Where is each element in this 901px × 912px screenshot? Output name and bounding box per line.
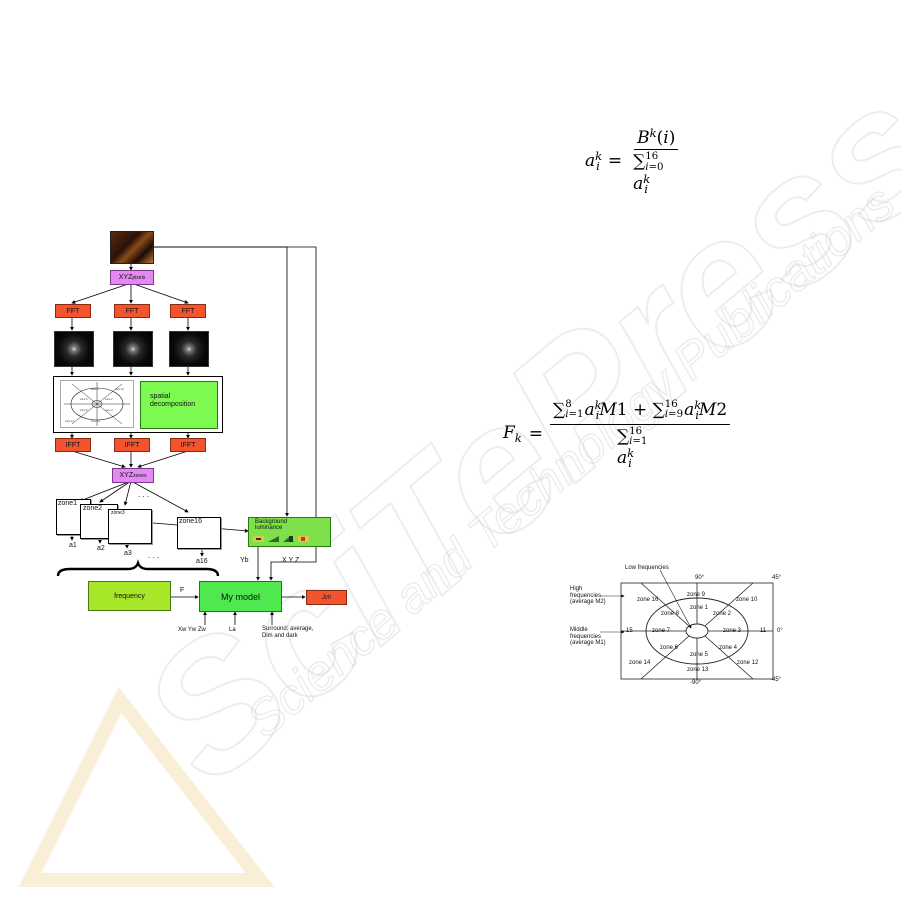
- output-box: Jch: [306, 590, 347, 605]
- svg-text:zone 14: zone 14: [65, 420, 75, 423]
- spectrum-image-3: [169, 331, 209, 367]
- deg-0-label: 0°: [777, 628, 783, 634]
- zone-5-label: zone 5: [690, 652, 709, 658]
- ifft-label: IFFT: [124, 441, 140, 449]
- watermark-triangle: [18, 686, 275, 887]
- zone-8-label: zone 8: [661, 611, 680, 617]
- ifft-box-3: IFFT: [170, 438, 206, 452]
- fft-box-2: FFT: [114, 304, 150, 318]
- zone-4-label: zone 4: [719, 645, 738, 651]
- spectrum-image-1: [54, 331, 94, 367]
- svg-text:zone 13: zone 13: [91, 420, 101, 423]
- xyz-pixels-label: XYZ: [118, 274, 133, 281]
- la-label: La: [229, 627, 236, 633]
- fft-label: FFT: [66, 307, 80, 315]
- zone-10-label: zone 10: [736, 597, 758, 603]
- low-frequencies-label: Low frequencies: [625, 565, 669, 571]
- zone-1-label: zone 1: [690, 605, 709, 611]
- zone-box-3: [108, 509, 152, 544]
- model-label: My model: [220, 591, 260, 602]
- zone-2-label: zone 2: [713, 611, 732, 617]
- svg-text:zone 2: zone 2: [105, 398, 113, 401]
- fft-label: FFT: [181, 307, 195, 315]
- deg-90-label: 90°: [695, 575, 705, 581]
- zone-16-label: zone 16: [637, 597, 659, 603]
- fft-label: FFT: [125, 307, 139, 315]
- zones-dots: . . .: [138, 490, 150, 499]
- xyz-zones-sub: zones: [133, 472, 147, 479]
- zone-box-16: [177, 517, 221, 549]
- background-luminance-label: Background luminance: [255, 519, 288, 532]
- svg-text:zone 4: zone 4: [105, 409, 113, 412]
- frequency-label: frequency: [114, 592, 145, 600]
- zone2-label: zone2: [83, 505, 103, 512]
- frequency-box: frequency: [88, 581, 171, 611]
- input-image: [110, 231, 154, 264]
- white-point-label: Xw Yw Zw: [178, 627, 206, 633]
- fft-box-3: FFT: [170, 304, 206, 318]
- yb-label: Yb: [240, 557, 249, 564]
- xyz-label: X Y Z: [282, 557, 300, 564]
- a-dots: . . .: [148, 551, 160, 560]
- luminance-icons: [253, 536, 309, 542]
- ifft-box-2: IFFT: [114, 438, 150, 452]
- deg-m90-label: -90°: [690, 680, 702, 686]
- middle-frequencies-label: Middle frequencies (average M1): [570, 627, 606, 647]
- xyz-zones-label: XYZ: [119, 472, 134, 479]
- spatial-decomposition-label: spatial decomposition: [150, 393, 196, 408]
- zone-12-label: zone 12: [737, 660, 759, 666]
- a16-label: a16: [196, 558, 208, 565]
- zone16-label: zone16: [179, 518, 202, 525]
- ifft-label: IFFT: [65, 441, 81, 449]
- a1-label: a1: [69, 542, 77, 549]
- ifft-label: IFFT: [180, 441, 196, 449]
- svg-text:zone 10: zone 10: [115, 388, 125, 391]
- zone-7-label: zone 7: [652, 628, 671, 634]
- model-box: My model: [199, 581, 282, 612]
- ifft-box-1: IFFT: [55, 438, 91, 452]
- zone-9-label: zone 9: [687, 592, 706, 598]
- zone3-label: zone3: [111, 510, 125, 516]
- zone-13-label: zone 13: [687, 667, 709, 673]
- output-label: Jch: [321, 594, 332, 601]
- a2-label: a2: [97, 545, 105, 552]
- fft-box-1: FFT: [55, 304, 91, 318]
- zone-14-label: zone 14: [629, 660, 651, 666]
- a3-label: a3: [124, 550, 132, 557]
- zone1-label: zone1: [58, 500, 78, 507]
- deg-m45-label: -45°: [770, 677, 782, 683]
- svg-text:zone 8: zone 8: [80, 398, 88, 401]
- zone-6-label: zone 6: [660, 645, 679, 651]
- surround-label: Surround: average, Dim and dark: [262, 626, 314, 639]
- zone-3-label: zone 3: [723, 628, 742, 634]
- zone-15-label: 15: [626, 628, 633, 634]
- f-arrow-label: F: [180, 587, 185, 594]
- spectrum-image-2: [113, 331, 153, 367]
- high-frequencies-label: High frequencies (average M2): [570, 586, 606, 606]
- deg-45-label: 45°: [772, 575, 782, 581]
- svg-text:zone 6: zone 6: [80, 409, 88, 412]
- spatial-green-box: [140, 381, 218, 429]
- zone-11-label: 11: [760, 628, 767, 634]
- svg-text:zone 9: zone 9: [91, 388, 99, 391]
- xyz-pixels-sub: pixels: [132, 274, 146, 281]
